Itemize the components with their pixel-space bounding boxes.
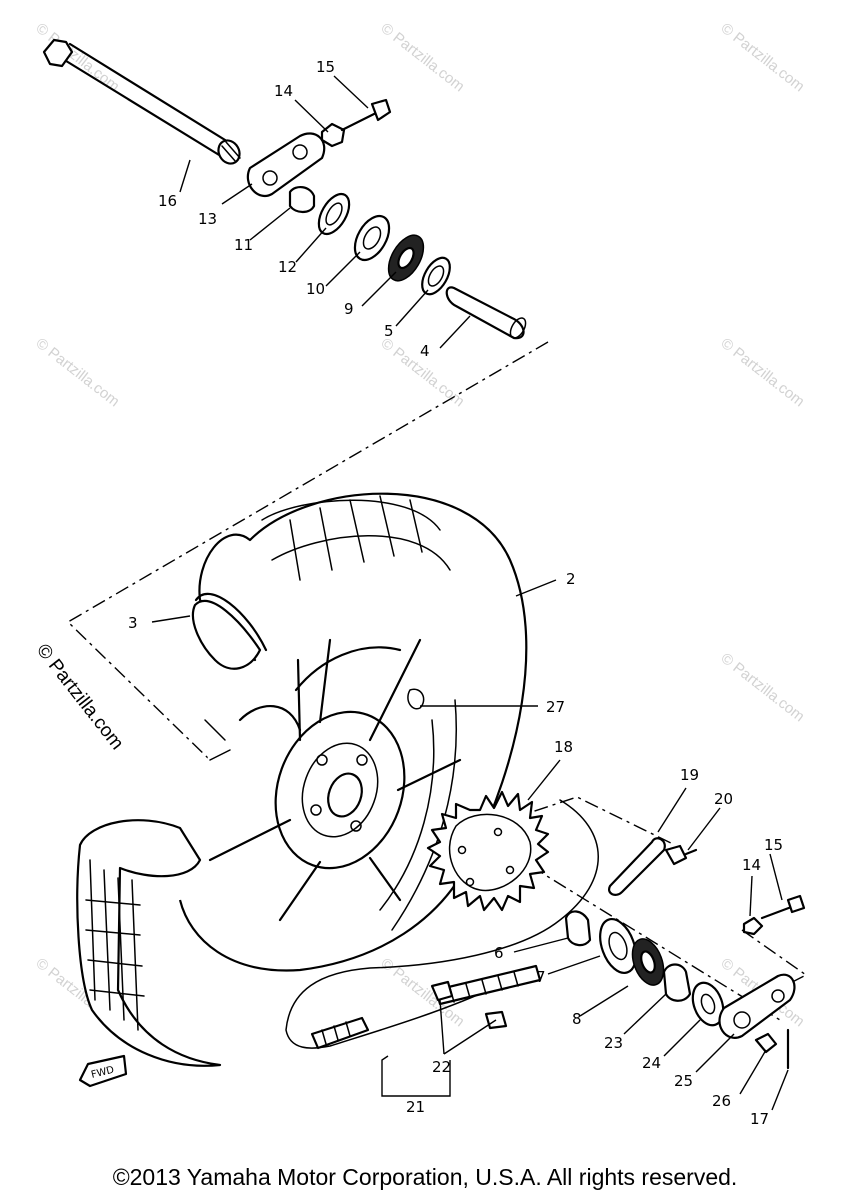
side-watermark: © Partzilla.com: [32, 640, 127, 754]
callout-24: 24: [642, 1054, 661, 1072]
hub-bearings-left: [288, 186, 527, 340]
callout-21: 21: [406, 1098, 425, 1116]
callout-12: 12: [278, 258, 297, 276]
watermark: © Partzilla.com: [33, 335, 123, 411]
rear-axle: [42, 38, 241, 165]
callout-22: 22: [432, 1058, 451, 1076]
chain-puller-left: [246, 98, 392, 197]
callout-3: 3: [128, 614, 138, 632]
callout-11: 11: [234, 236, 253, 254]
callout-15a: 15: [316, 58, 335, 76]
callout-13: 13: [198, 210, 217, 228]
callout-7: 7: [536, 968, 546, 986]
callout-10: 10: [306, 280, 325, 298]
callout-19: 19: [680, 766, 699, 784]
tire-section: [76, 819, 222, 1067]
callout-25: 25: [674, 1072, 693, 1090]
fwd-tag: FWD: [78, 1054, 128, 1088]
callout-26: 26: [712, 1092, 731, 1110]
watermark: © Partzilla.com: [718, 20, 808, 96]
callout-numbers: 2 3 4 5 6 7 8 9 10 11 12 13 14 15 16 17 …: [128, 58, 783, 1128]
watermark: © Partzilla.com: [718, 335, 808, 411]
callout-17: 17: [750, 1110, 769, 1128]
callout-8: 8: [572, 1010, 582, 1028]
copyright-notice: ©2013 Yamaha Motor Corporation, U.S.A. A…: [112, 1164, 738, 1190]
watermark: © Partzilla.com: [718, 650, 808, 726]
callout-14b: 14: [742, 856, 761, 874]
cast-wheel: [204, 638, 462, 922]
callout-18: 18: [554, 738, 573, 756]
callout-20: 20: [714, 790, 733, 808]
callout-6: 6: [494, 944, 504, 962]
rear-sprocket: [426, 790, 550, 912]
callout-16: 16: [158, 192, 177, 210]
callout-9: 9: [344, 300, 354, 318]
leader-lines: [151, 75, 789, 1111]
callout-5: 5: [384, 322, 394, 340]
callout-27: 27: [546, 698, 565, 716]
chain-puller-right: [608, 837, 806, 1070]
watermark: © Partzilla.com: [378, 20, 468, 96]
callout-15b: 15: [764, 836, 783, 854]
callout-23: 23: [604, 1034, 623, 1052]
callout-4: 4: [420, 342, 430, 360]
hub-bearings-right: [564, 910, 725, 1027]
callout-14a: 14: [274, 82, 293, 100]
callout-2: 2: [566, 570, 576, 588]
